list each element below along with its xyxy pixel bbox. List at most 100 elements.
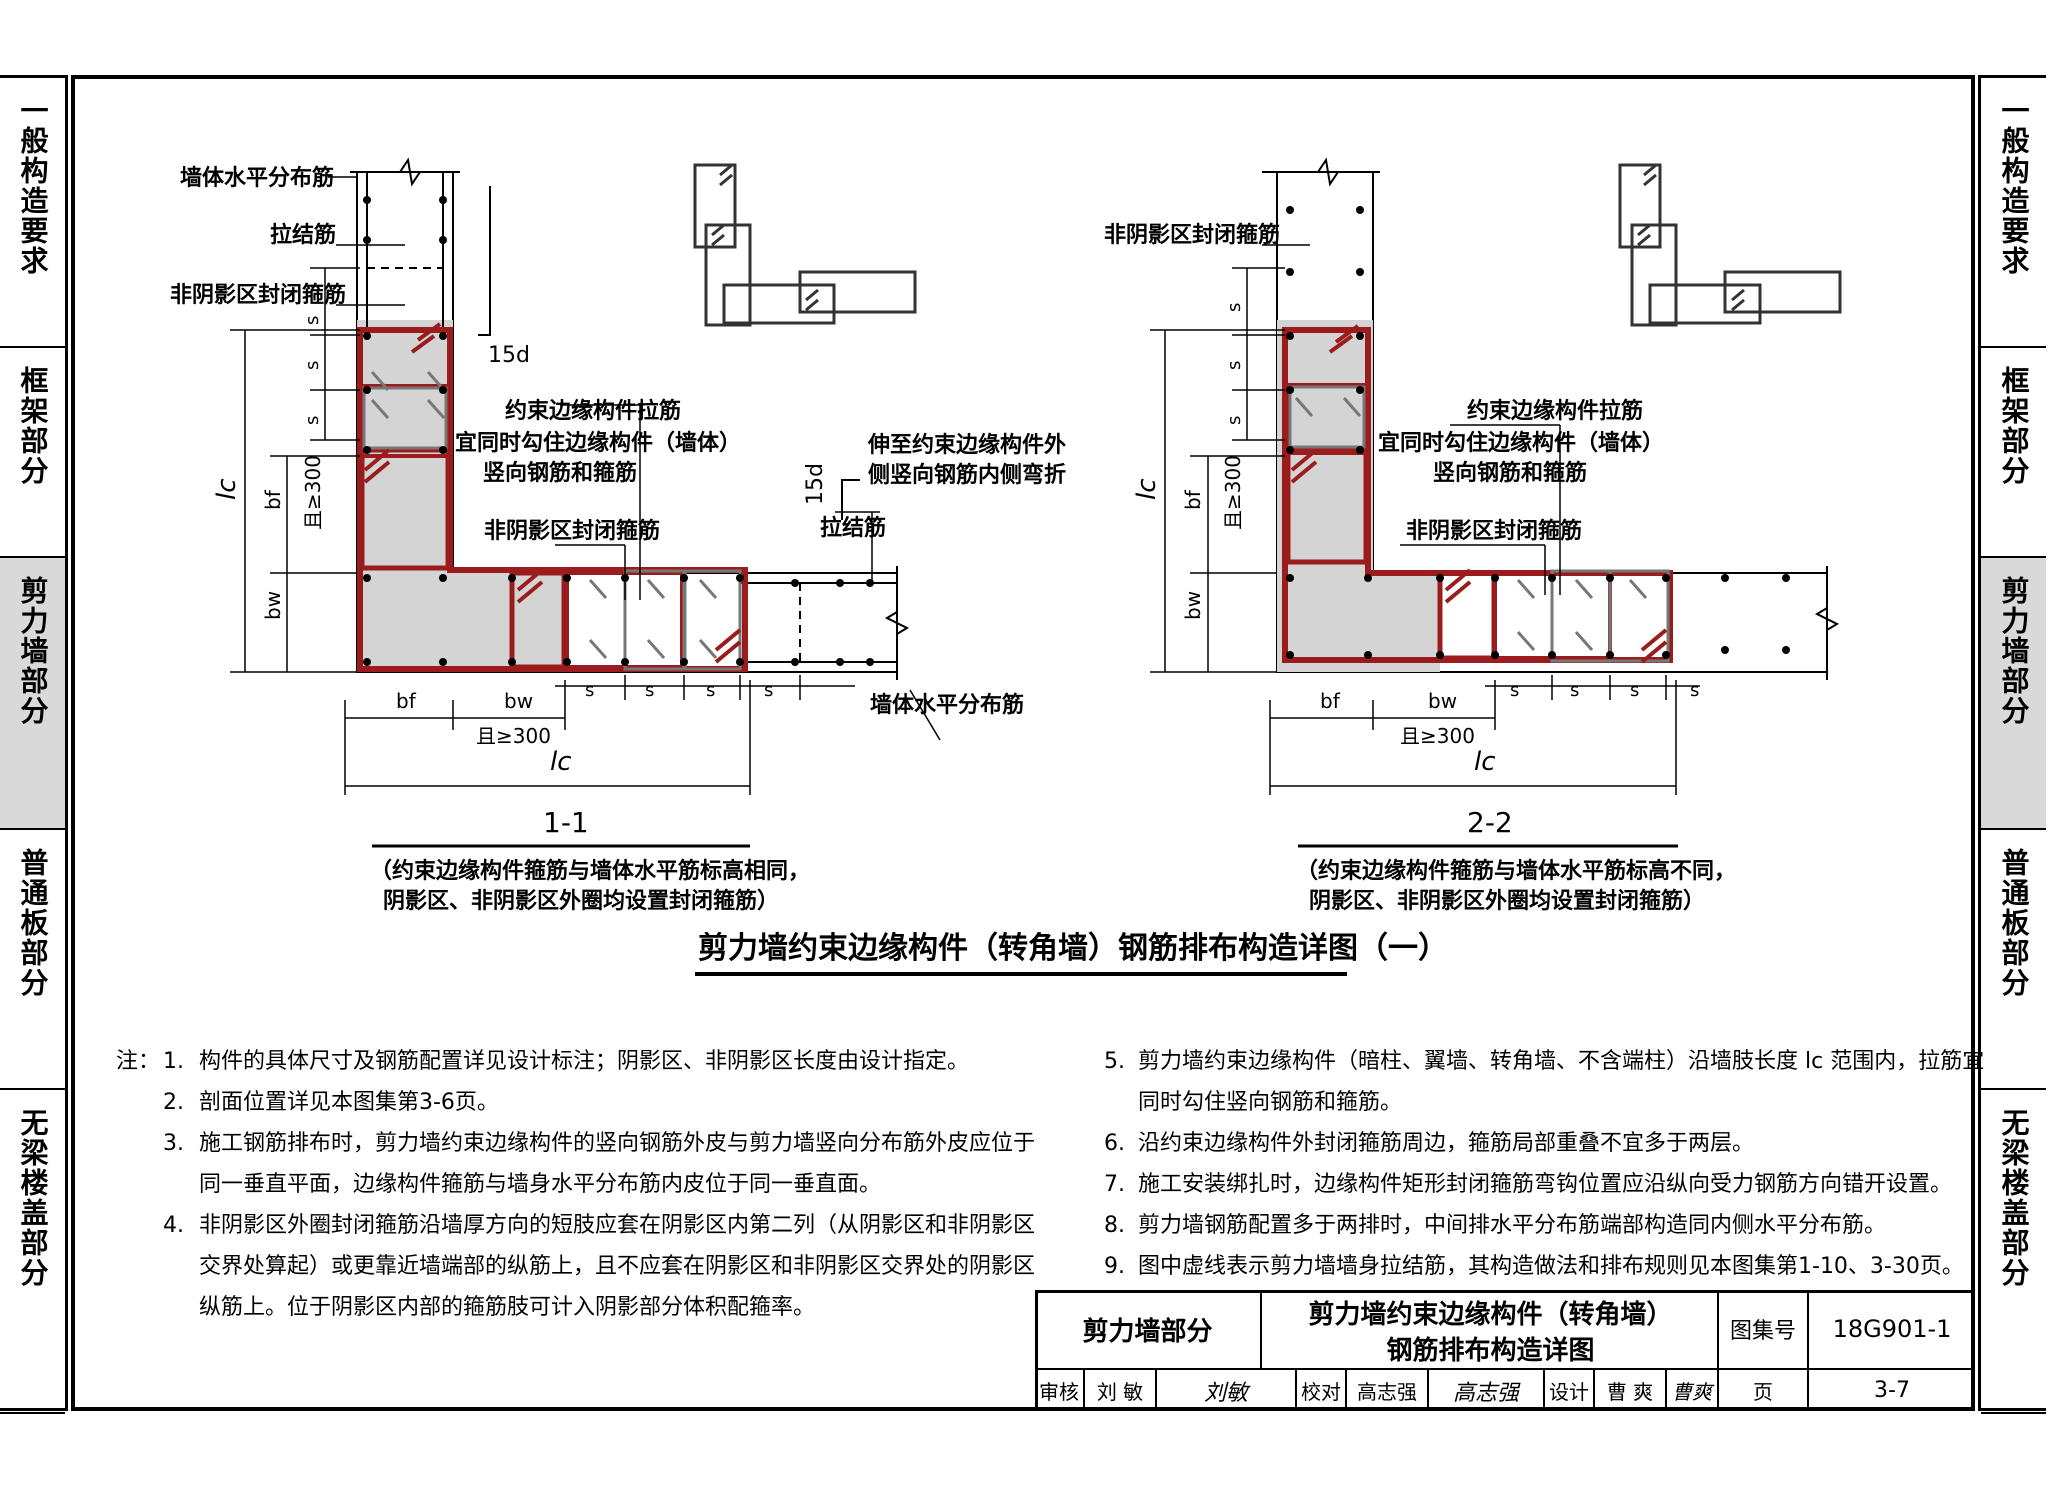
side-tab[interactable]: 框架部分 [0,348,65,558]
note-number: 2. [163,1090,184,1115]
tb-review-label: 审核 [1035,1370,1085,1411]
dim-lc-v: lc [1132,478,1162,500]
dim-s: s [1630,680,1639,701]
dim-horizontal-2 [1269,675,1700,795]
note-number: 6. [1104,1131,1125,1156]
hook-15d-right [841,479,860,520]
side-tab[interactable]: 普通板部分 [1981,830,2046,1090]
note-line: 交界处算起）或更靠近墙端部的纵筋上，且不应套在阴影区和非阴影区交界处的阴影区 [199,1254,1036,1279]
hook-mark [1444,568,1472,604]
dim-vertical-2 [1150,267,1285,673]
dim-s: s [1224,416,1245,425]
note-line: 剪力墙约束边缘构件（暗柱、翼墙、转角墙、不含端柱）沿墙肢长度 lc 范围内，拉筋… [1138,1049,1985,1074]
note-line: 图中虚线表示剪力墙墙身拉结筋，其构造做法和排布规则见本图集第1-10、3-30页… [1138,1254,1964,1279]
tb-title-2: 钢筋排布构造详图 [1386,1335,1595,1366]
notes-prefix: 注： [116,1049,161,1074]
break-line-right [1814,566,1840,680]
label-edge-tie-2: 宜同时勾住边缘构件（墙体） [1378,430,1664,456]
note-line: 同时勾住竖向钢筋和箍筋。 [1138,1090,1403,1115]
hook-mark [410,322,442,354]
note-line: 施工安装绑扎时，边缘构件矩形封闭箍筋弯钩位置应沿纵向受力钢筋方向错开设置。 [1138,1172,1953,1197]
side-tab[interactable]: 一般构造要求 [1981,78,2046,348]
dim-ge300-v: 且≥300 [301,455,325,530]
tb-designer: 曹 爽 [1595,1370,1667,1411]
detail-sketch-2 [1618,163,1842,327]
note-line: 同一垂直平面，边缘构件箍筋与墙身水平分布筋内皮位于同一垂直面。 [199,1172,882,1197]
label-nonshadow-2: 非阴影区封闭箍筋 [484,518,660,544]
shadow-zone [1277,320,1440,672]
dim-bf-v: bf [261,489,285,510]
label-nonshadow-stirrup-2: 非阴影区封闭箍筋 [1104,222,1280,248]
hook-15d-right-label: 15d [803,463,828,505]
side-tab[interactable]: 普通板部分 [0,830,65,1090]
rebar-dots [363,196,874,666]
shadow-zone [357,320,567,672]
tb-page-no: 3-7 [1874,1378,1910,1403]
note-line: 剖面位置详见本图集第3-6页。 [199,1090,499,1115]
note-number: 9. [1104,1254,1125,1279]
outer-closed-stirrup [357,327,748,672]
tb-atlas-label: 图集号 [1719,1290,1809,1370]
label-extend-2: 侧竖向钢筋内侧弯折 [868,462,1066,488]
dim-s: s [645,680,654,701]
tb-designer-sign: 曹爽 [1667,1370,1719,1411]
title-block: 剪力墙部分 剪力墙约束边缘构件（转角墙） 钢筋排布构造详图 图集号 18G901… [1035,1290,1975,1411]
dim-s: s [302,361,323,370]
dim-s: s [1570,680,1579,701]
tb-checker-sign: 高志强 [1429,1370,1545,1411]
side-tab[interactable]: 框架部分 [1981,348,2046,558]
diagonal-tie [1294,397,1648,651]
section-caption-1b: 阴影区、非阴影区外圈均设置封闭箍筋） [383,888,779,914]
side-tab-label: 普通板部分 [1997,848,2031,998]
dim-s: s [1510,680,1519,701]
dim-bw-h: bw [1428,689,1457,713]
side-tab-label: 剪力墙部分 [16,576,50,726]
note-number: 4. [163,1213,184,1238]
dim-lc-v: lc [212,478,242,500]
dim-s: s [302,416,323,425]
dim-ge300-h: 且≥300 [476,724,551,748]
dim-s: s [706,680,715,701]
hook-mark [516,568,544,604]
tb-title-1: 剪力墙约束边缘构件（转角墙） [1308,1299,1673,1330]
note-number: 5. [1104,1049,1125,1074]
note-line: 沿约束边缘构件外封闭箍筋周边，箍筋局部重叠不宜多于两层。 [1138,1131,1755,1156]
hook-mark [363,448,391,484]
main-title: 剪力墙约束边缘构件（转角墙）钢筋排布构造详图（一） [698,931,1448,966]
side-tab[interactable]: 剪力墙部分 [1981,558,2046,830]
label-horiz-rebar: 墙体水平分布筋 [180,165,334,191]
side-tab[interactable]: 无梁楼盖部分 [0,1090,65,1414]
note-number: 7. [1104,1172,1125,1197]
note-line: 构件的具体尺寸及钢筋配置详见设计标注；阴影区、非阴影区长度由设计指定。 [199,1049,970,1074]
hook-mark [714,628,742,664]
break-line-top [1262,157,1380,187]
side-tab-label: 普通板部分 [16,848,50,998]
hook-mark [1328,324,1360,354]
side-tab[interactable]: 一般构造要求 [0,78,65,348]
dim-s: s [302,316,323,325]
rebar-dots [1286,206,1790,659]
section-1-1-diagram: 15d 15d 墙体水平分布筋 拉结筋 非阴影区封闭箍筋 约束边缘构件拉筋 [170,157,1066,914]
side-tab[interactable]: 剪力墙部分 [0,558,65,830]
section-caption-2b: 阴影区、非阴影区外圈均设置封闭箍筋） [1309,888,1705,914]
dim-lc-h: lc [550,747,572,777]
tie-stirrup [362,386,448,450]
dim-bf-h: bf [396,689,417,713]
dim-bw-v: bw [1181,591,1205,620]
right-side-tabs: 一般构造要求框架部分剪力墙部分普通板部分无梁楼盖部分 [1978,75,2046,1414]
side-tab-label: 一般构造要求 [16,96,50,276]
tie-stirrup [682,569,742,671]
label-nonshadow-2b: 非阴影区封闭箍筋 [1406,518,1582,544]
dim-ge300-h: 且≥300 [1400,724,1475,748]
dim-vertical-1 [230,267,360,673]
section-2-2-diagram: 非阴影区封闭箍筋 约束边缘构件拉筋 宜同时勾住边缘构件（墙体） 竖向钢筋和箍筋 … [1104,157,1842,914]
label-edge-tie: 约束边缘构件拉筋 [1467,398,1643,424]
side-tab-label: 框架部分 [1997,366,2031,486]
side-tab[interactable]: 无梁楼盖部分 [1981,1090,2046,1414]
detail-sketch-1 [693,163,917,327]
label-edge-tie-2: 宜同时勾住边缘构件（墙体） [455,430,741,456]
hook-mark [1290,448,1318,484]
label-edge-tie-3: 竖向钢筋和箍筋 [483,460,637,486]
tie-stirrup [1608,569,1670,663]
